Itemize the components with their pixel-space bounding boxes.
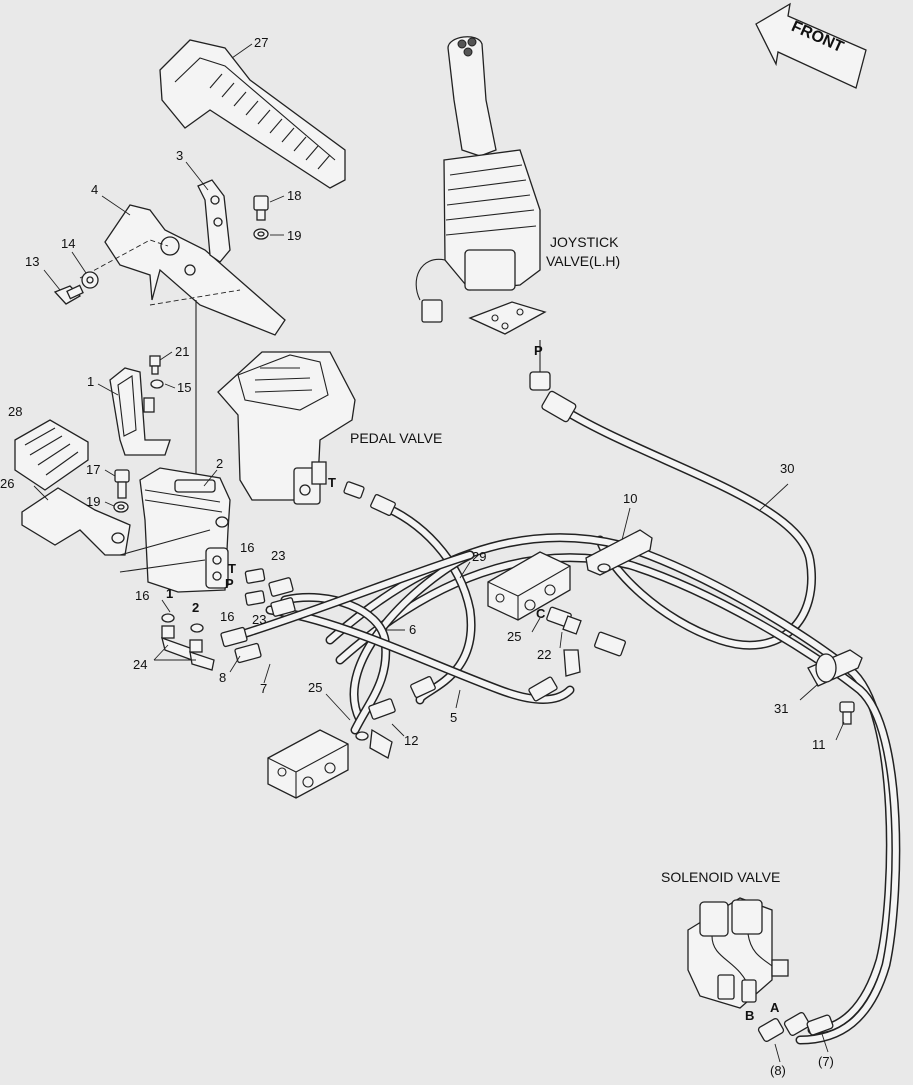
joystick-valve-title-line2: VALVE(L.H): [546, 253, 620, 269]
cover-part-28: [14, 419, 89, 491]
callout-15: 15: [177, 380, 191, 395]
callout-17: 17: [86, 462, 100, 477]
bolt-part-13: [53, 284, 84, 305]
callout-16-c: 16: [220, 609, 234, 624]
port-block-t: T: [228, 561, 236, 576]
connector-block-lower: [267, 729, 349, 799]
port-joystick-p: P: [534, 343, 543, 358]
plate-part-26: [21, 487, 131, 556]
port-block-2: 2: [192, 600, 199, 615]
callout-22: 22: [537, 647, 551, 662]
callout-13: 13: [25, 254, 39, 269]
callout-26: 26: [0, 476, 14, 491]
fitting-part-12: [355, 698, 396, 759]
callout-16-b: 16: [135, 588, 149, 603]
port-solenoid-a: A: [770, 1000, 780, 1015]
solenoid-valve-title: SOLENOID VALVE: [661, 869, 780, 885]
callout-23-a: 23: [271, 548, 285, 563]
callout-numbers: 27 3 4 18 19 14 13 21 1 15 28 2 17 26 19…: [0, 35, 834, 1078]
callout-23-b: 23: [252, 612, 266, 627]
callout-5: 5: [450, 710, 457, 725]
washer-part-14: [81, 271, 99, 289]
callout-25-b: 25: [308, 680, 322, 695]
pedal-part-27: [159, 39, 346, 189]
hose-part-30: [551, 400, 816, 650]
bracket-part-1: [109, 355, 171, 456]
callout-14: 14: [61, 236, 75, 251]
port-block-1: 1: [166, 586, 173, 601]
joystick-valve: [415, 36, 577, 423]
callout-16-a: 16: [240, 540, 254, 555]
fitting-part-22: [546, 606, 582, 677]
hose-bundle-main: [325, 533, 901, 1045]
callout-8: 8: [219, 670, 226, 685]
callout-18: 18: [287, 188, 301, 203]
callout-19-upper: 19: [287, 228, 301, 243]
callout-7: 7: [260, 681, 267, 696]
connector-block-upper: [487, 551, 571, 621]
bracket-part-4: [79, 179, 286, 336]
callout-11: 11: [812, 737, 826, 752]
hose-fittings: [220, 481, 626, 702]
joystick-valve-title-line1: JOYSTICK: [550, 234, 619, 250]
callout-12: 12: [404, 733, 418, 748]
valve-block-part-2: [119, 300, 231, 593]
callout-3: 3: [176, 148, 183, 163]
pedal-valve-title: PEDAL VALVE: [350, 430, 442, 446]
pedal-valve-body: [217, 351, 356, 505]
clamp-part-31: [807, 649, 863, 687]
callout-28: 28: [8, 404, 22, 419]
callout-6: 6: [409, 622, 416, 637]
clamp-part-10: [585, 529, 653, 576]
callout-4: 4: [91, 182, 98, 197]
front-arrow: FRONT: [755, 2, 867, 89]
port-pedal-t: T: [328, 475, 336, 490]
callout-25-a: 25: [507, 629, 521, 644]
hose-part-29: [349, 550, 475, 725]
port-block-p: P: [225, 576, 234, 591]
callout-19-lower: 19: [86, 494, 100, 509]
callout-2: 2: [216, 456, 223, 471]
washer-part-19-upper: [253, 228, 269, 240]
callout-30: 30: [780, 461, 794, 476]
fitting-part-24: [161, 613, 215, 671]
callout-29: 29: [472, 549, 486, 564]
callout-24: 24: [133, 657, 147, 672]
port-solenoid-b: B: [745, 1008, 754, 1023]
callout-1: 1: [87, 374, 94, 389]
callout-10: 10: [623, 491, 637, 506]
callout-8-ref: (8): [770, 1063, 786, 1078]
callout-7-ref: (7): [818, 1054, 834, 1069]
bolt-part-18: [253, 195, 269, 221]
hose-part-7: [265, 605, 575, 704]
leader-lines: [33, 43, 845, 1063]
solenoid-valve: [687, 897, 834, 1042]
bolt-part-17: [114, 469, 130, 499]
callout-27: 27: [254, 35, 268, 50]
port-connector-c: C: [536, 606, 546, 621]
callout-31: 31: [774, 701, 788, 716]
hose-part-8: [235, 550, 475, 640]
washer-part-19-lower: [113, 501, 129, 513]
bolt-part-11: [839, 701, 855, 725]
callout-21: 21: [175, 344, 189, 359]
